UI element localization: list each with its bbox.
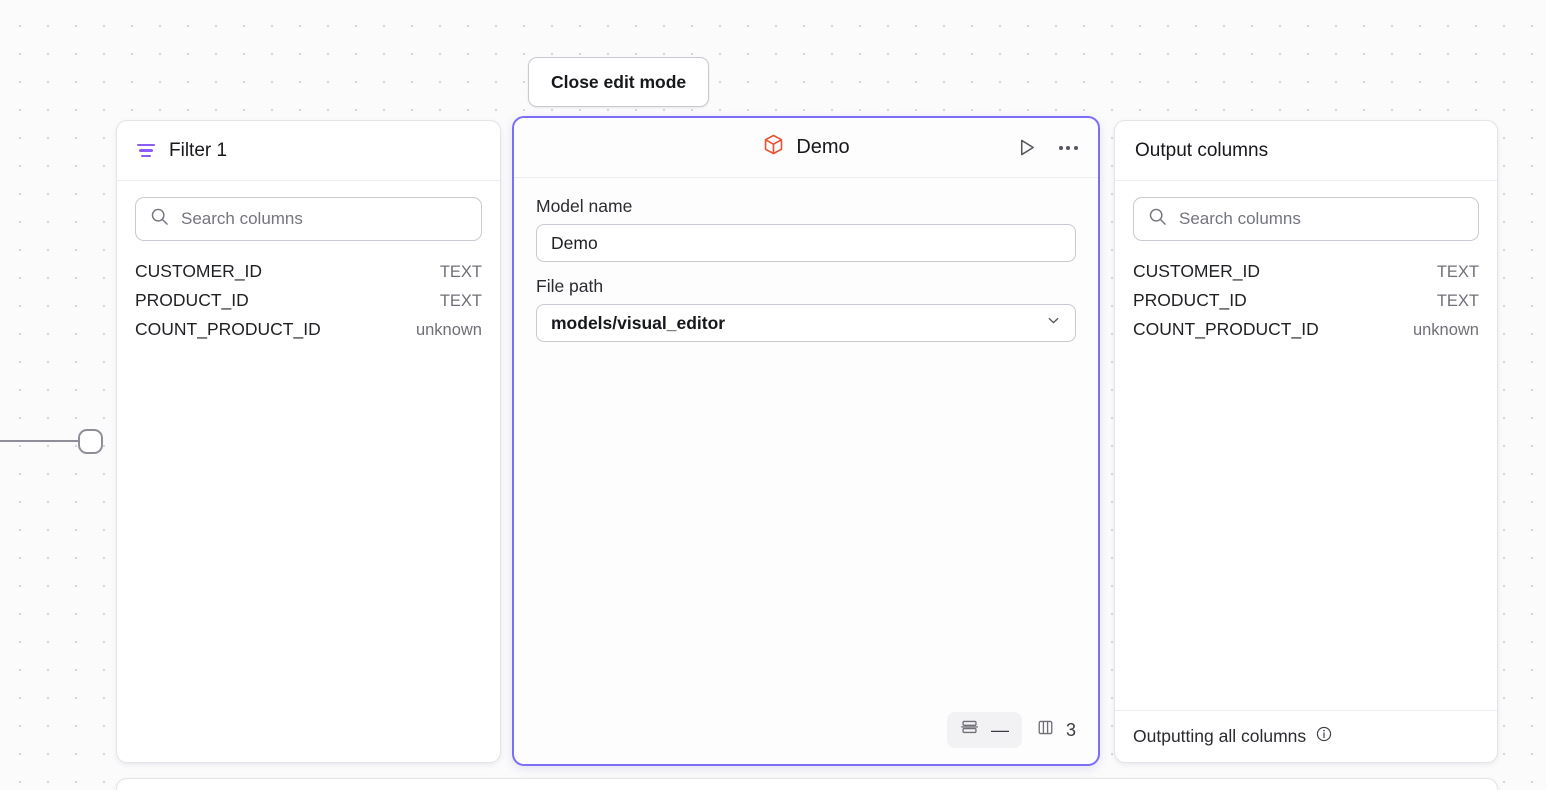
table-row[interactable]: PRODUCT_ID TEXT xyxy=(1133,286,1479,315)
search-icon xyxy=(1148,207,1167,231)
cube-icon xyxy=(762,133,785,162)
output-panel-header: Output columns xyxy=(1115,121,1497,181)
filter-panel-body: CUSTOMER_ID TEXT PRODUCT_ID TEXT COUNT_P… xyxy=(117,181,500,762)
output-panel-footer: Outputting all columns xyxy=(1115,710,1497,762)
output-column-list: CUSTOMER_ID TEXT PRODUCT_ID TEXT COUNT_P… xyxy=(1115,251,1497,344)
output-panel-title: Output columns xyxy=(1135,139,1269,161)
output-search-box[interactable] xyxy=(1133,197,1479,241)
table-row[interactable]: COUNT_PRODUCT_ID unknown xyxy=(135,315,482,344)
rows-indicator[interactable]: — xyxy=(946,712,1022,748)
filter-panel[interactable]: Filter 1 CUSTOMER_ID TEXT PRODUCT_ID TEX… xyxy=(116,120,501,763)
column-name: PRODUCT_ID xyxy=(1133,290,1247,310)
column-type: TEXT xyxy=(439,263,482,281)
bottom-partial-panel[interactable] xyxy=(116,778,1498,790)
filter-search-box[interactable] xyxy=(135,197,482,241)
filter-column-list: CUSTOMER_ID TEXT PRODUCT_ID TEXT COUNT_P… xyxy=(117,251,500,344)
rows-count: — xyxy=(990,719,1009,740)
columns-indicator[interactable]: 3 xyxy=(1036,718,1080,742)
play-icon[interactable] xyxy=(1012,134,1040,162)
chevron-down-icon xyxy=(1046,313,1061,333)
canvas-edge-line xyxy=(0,440,82,442)
canvas-edge-handle[interactable] xyxy=(78,429,103,454)
column-type: TEXT xyxy=(1436,292,1479,310)
ellipsis-icon[interactable] xyxy=(1054,134,1082,162)
model-footer: — 3 xyxy=(514,712,1098,764)
column-name: PRODUCT_ID xyxy=(135,290,249,310)
model-form: Model name File path models/visual_edito… xyxy=(514,178,1098,712)
table-row[interactable]: CUSTOMER_ID TEXT xyxy=(135,257,482,286)
model-panel-title: Demo xyxy=(796,136,850,158)
model-name-input[interactable] xyxy=(551,232,1061,254)
model-panel[interactable]: Demo Model name File path models/visual_… xyxy=(512,116,1100,766)
model-panel-header: Demo xyxy=(514,118,1098,178)
output-search-input[interactable] xyxy=(1179,209,1464,229)
search-icon xyxy=(150,207,169,231)
column-name: CUSTOMER_ID xyxy=(1133,261,1261,281)
filter-search-input[interactable] xyxy=(181,209,467,229)
model-title-group: Demo xyxy=(762,133,850,162)
column-type: unknown xyxy=(415,321,482,339)
model-header-actions xyxy=(1012,134,1082,162)
output-columns-panel[interactable]: Output columns CUSTOMER_ID TEXT PRODUCT_… xyxy=(1114,120,1498,763)
file-path-value: models/visual_editor xyxy=(551,312,726,333)
table-row[interactable]: CUSTOMER_ID TEXT xyxy=(1133,257,1479,286)
table-row[interactable]: PRODUCT_ID TEXT xyxy=(135,286,482,315)
column-type: TEXT xyxy=(439,292,482,310)
column-name: COUNT_PRODUCT_ID xyxy=(1133,319,1319,339)
column-type: unknown xyxy=(1412,321,1479,339)
close-edit-mode-button[interactable]: Close edit mode xyxy=(528,57,710,107)
file-path-label: File path xyxy=(536,276,604,296)
model-name-label: Model name xyxy=(536,196,633,216)
filter-panel-title: Filter 1 xyxy=(169,139,228,161)
column-name: CUSTOMER_ID xyxy=(135,261,263,281)
file-path-select[interactable]: models/visual_editor xyxy=(536,304,1076,342)
table-row[interactable]: COUNT_PRODUCT_ID unknown xyxy=(1133,315,1479,344)
info-icon[interactable] xyxy=(1315,725,1333,748)
filter-panel-header: Filter 1 xyxy=(117,121,500,181)
model-name-field[interactable] xyxy=(536,224,1076,262)
column-name: COUNT_PRODUCT_ID xyxy=(135,319,321,339)
output-panel-body: CUSTOMER_ID TEXT PRODUCT_ID TEXT COUNT_P… xyxy=(1115,181,1497,710)
output-footer-text: Outputting all columns xyxy=(1133,726,1307,746)
columns-count: 3 xyxy=(1065,719,1076,740)
columns-icon xyxy=(1036,718,1055,742)
close-edit-mode-label: Close edit mode xyxy=(551,71,687,92)
column-type: TEXT xyxy=(1436,263,1479,281)
rows-icon xyxy=(960,718,979,742)
filter-icon xyxy=(137,143,155,158)
